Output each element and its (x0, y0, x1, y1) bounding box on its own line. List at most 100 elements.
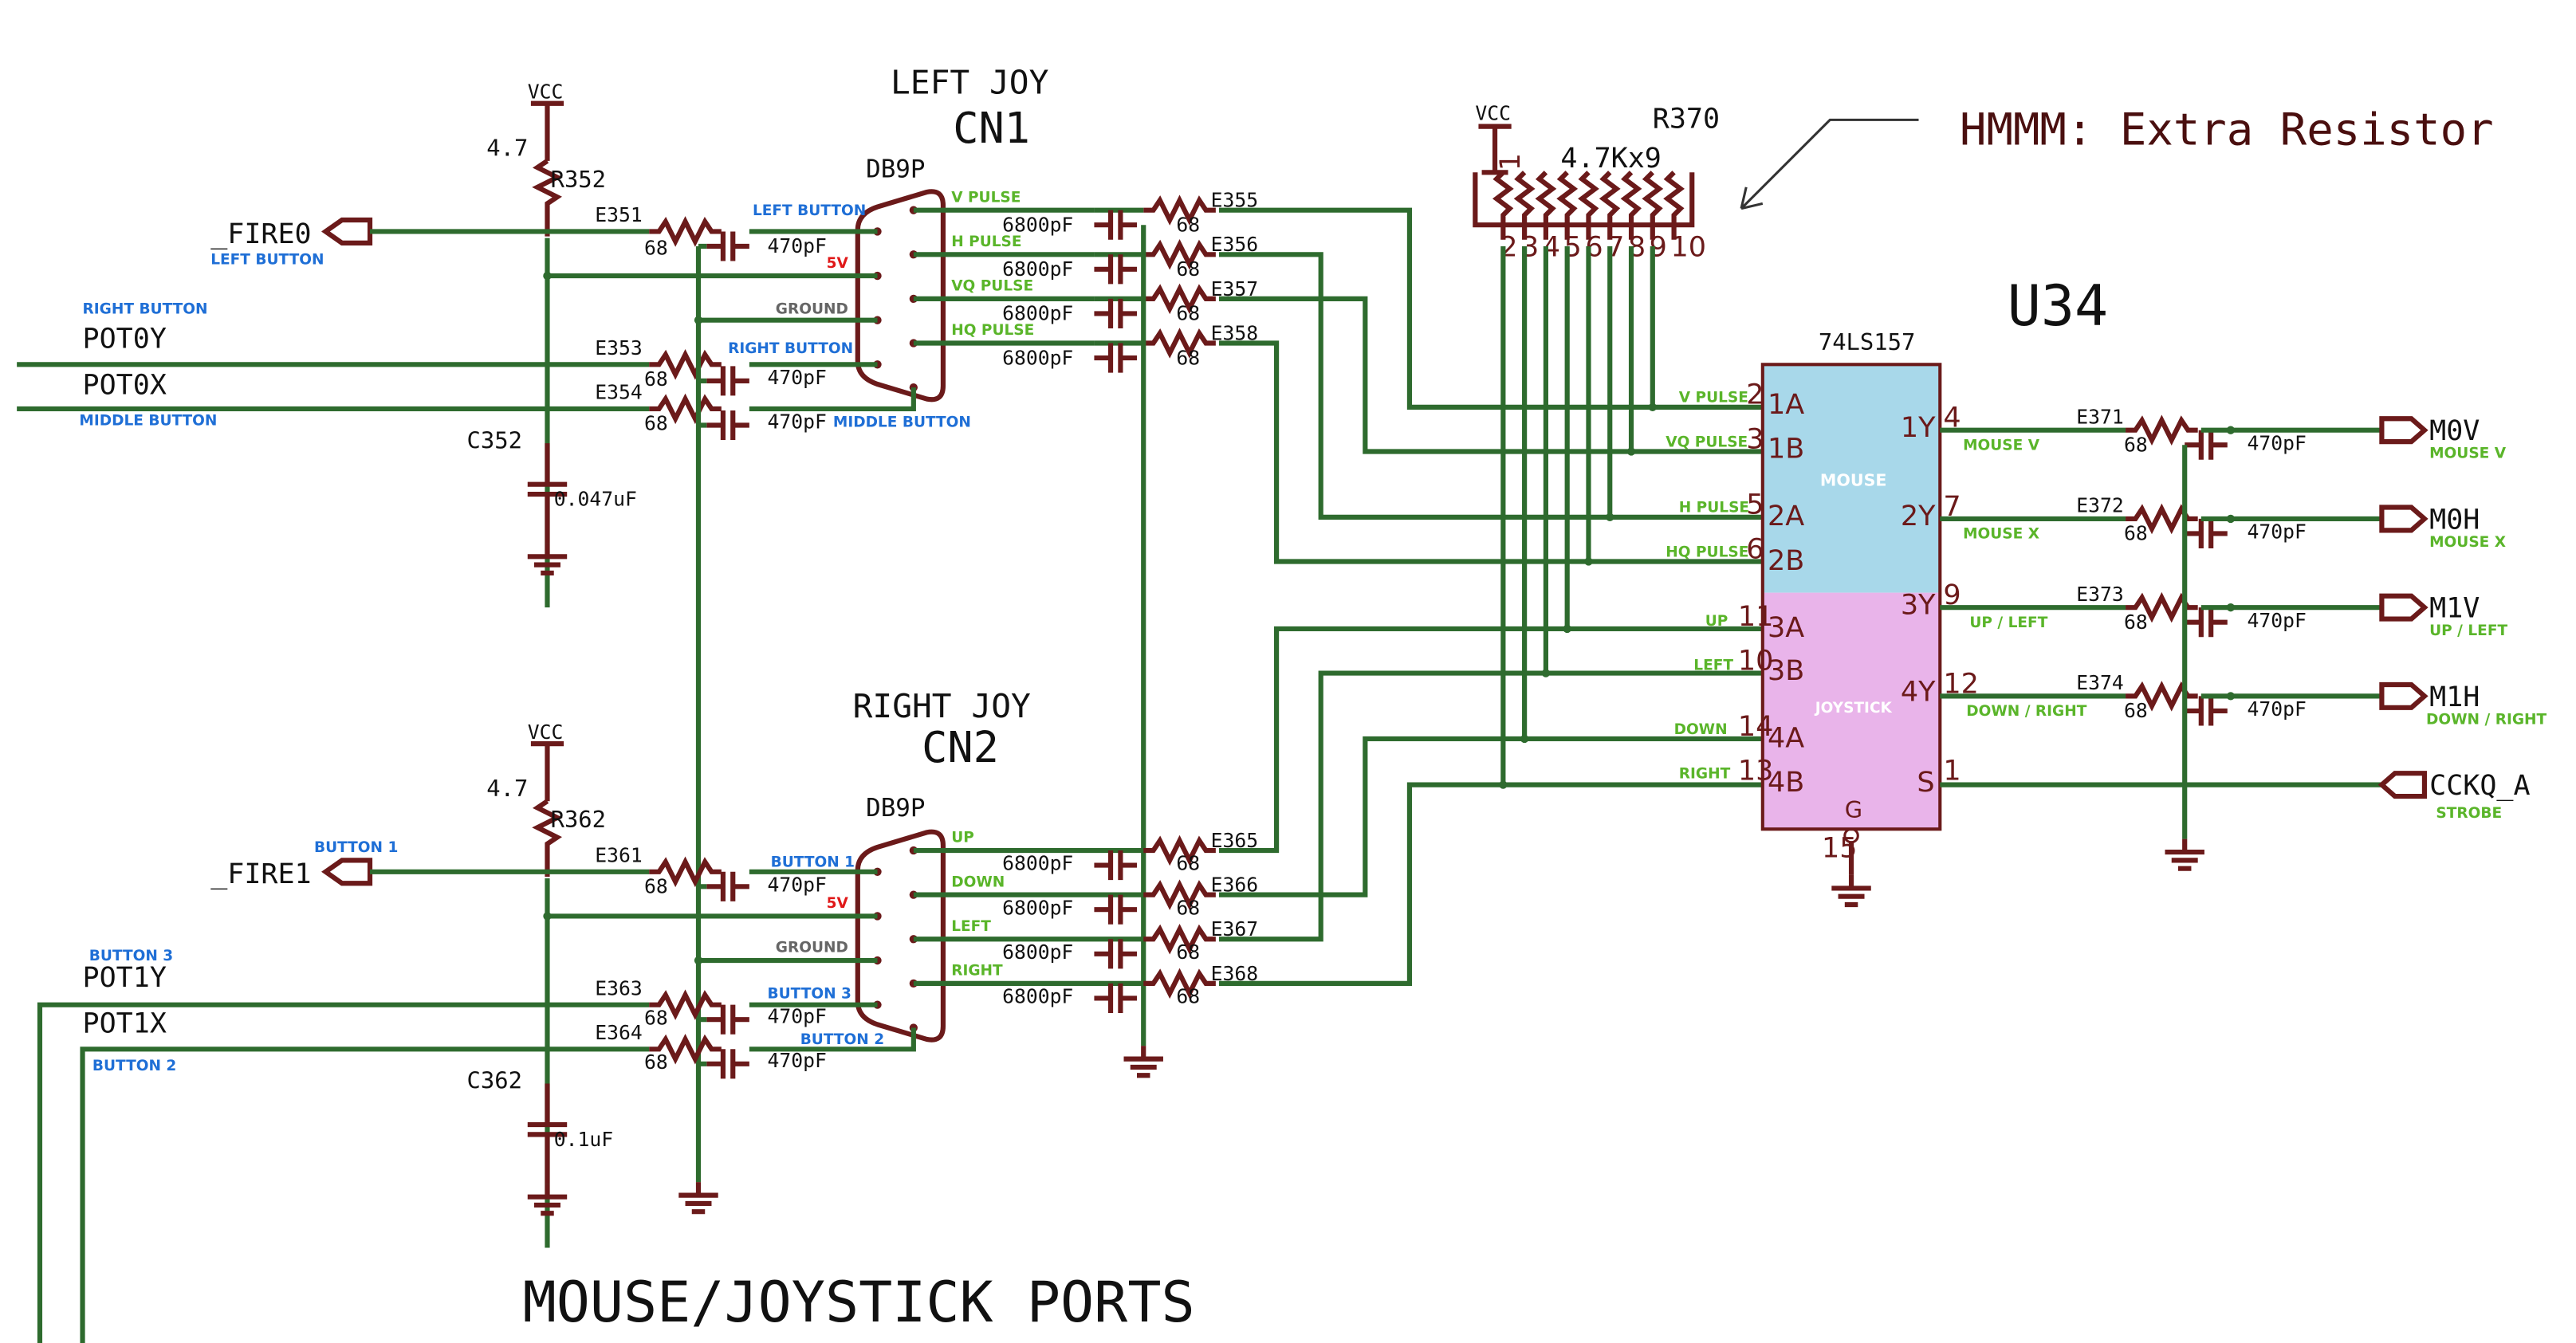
out-net-cckq: CCKQ_A STROBE (2377, 770, 2531, 822)
svg-text:68: 68 (644, 1006, 668, 1029)
net-fire0: _FIRE0 LEFT BUTTON (210, 217, 650, 269)
c362: C362 0.1uF (467, 1067, 613, 1214)
svg-text:470pF: 470pF (768, 410, 827, 434)
svg-text:10: 10 (1738, 645, 1774, 677)
svg-text:DOWN: DOWN (951, 874, 1005, 890)
svg-text:UP / LEFT: UP / LEFT (2429, 622, 2507, 639)
svg-text:H PULSE: H PULSE (951, 234, 1021, 250)
svg-text:BUTTON 1: BUTTON 1 (314, 839, 398, 856)
svg-text:DB9P: DB9P (866, 794, 925, 823)
svg-text:6800pF: 6800pF (1002, 896, 1073, 919)
filter-e363: E363 68 470pF (595, 976, 827, 1034)
svg-text:_FIRE1: _FIRE1 (210, 858, 311, 890)
svg-text:E361: E361 (595, 843, 643, 866)
svg-text:MOUSE X: MOUSE X (2429, 534, 2506, 551)
out-net-m1v: M1V UP / LEFT (2379, 593, 2507, 639)
net-fire1: BUTTON 1 _FIRE1 (210, 839, 650, 890)
svg-text:M1H: M1H (2429, 681, 2480, 713)
svg-text:U34: U34 (2008, 273, 2108, 339)
svg-text:MOUSE X: MOUSE X (1963, 526, 2039, 543)
out-net-m0v: M0V MOUSE V (2379, 415, 2507, 462)
svg-text:JOYSTICK: JOYSTICK (1814, 700, 1893, 717)
svg-text:E372: E372 (2076, 494, 2124, 517)
svg-text:2Y: 2Y (1901, 501, 1936, 532)
chip-u34: U34 74LS157 MOUSE JOYSTICK G 15 1A 1B 2A… (1666, 273, 2108, 905)
svg-text:LEFT BUTTON: LEFT BUTTON (753, 202, 866, 219)
svg-text:C362: C362 (467, 1067, 522, 1094)
svg-text:2: 2 (1746, 379, 1764, 411)
svg-text:5V: 5V (827, 895, 849, 912)
vcc-top: VCC 4.7 R352 (486, 81, 606, 237)
svg-text:9: 9 (1943, 579, 1961, 611)
svg-text:VQ PULSE: VQ PULSE (1666, 434, 1748, 450)
svg-text:6800pF: 6800pF (1002, 940, 1073, 964)
svg-text:DOWN: DOWN (1674, 721, 1728, 738)
svg-text:UP: UP (951, 830, 974, 846)
svg-text:68: 68 (644, 236, 668, 259)
svg-text:1Y: 1Y (1901, 412, 1936, 444)
svg-text:4.7: 4.7 (486, 135, 528, 162)
svg-text:6: 6 (1746, 533, 1764, 565)
svg-text:7: 7 (1943, 491, 1961, 523)
svg-text:4Y: 4Y (1901, 677, 1936, 709)
svg-text:DOWN / RIGHT: DOWN / RIGHT (2426, 711, 2547, 728)
svg-text:68: 68 (1176, 213, 1200, 236)
svg-text:1A: 1A (1768, 389, 1804, 421)
svg-text:470pF: 470pF (768, 1004, 827, 1027)
svg-text:MOUSE V: MOUSE V (2429, 446, 2507, 462)
svg-text:BUTTON 2: BUTTON 2 (800, 1031, 884, 1048)
svg-text:RIGHT BUTTON: RIGHT BUTTON (728, 340, 853, 357)
svg-text:1: 1 (1943, 755, 1961, 787)
svg-text:68: 68 (1176, 257, 1200, 281)
svg-text:68: 68 (1176, 346, 1200, 369)
annotation-extra-resistor: HMMM: Extra Resistor (1740, 104, 2494, 210)
svg-text:0.1uF: 0.1uF (554, 1128, 613, 1151)
svg-text:MOUSE V: MOUSE V (1963, 437, 2040, 454)
svg-text:6800pF: 6800pF (1002, 985, 1073, 1008)
svg-text:14: 14 (1738, 711, 1774, 743)
svg-text:V PULSE: V PULSE (1679, 390, 1748, 406)
r370-network: VCC R370 4.7Kx9 1 2 3 4 5 6 7 8 9 10 (1473, 101, 1720, 263)
svg-text:RIGHT: RIGHT (951, 963, 1003, 980)
svg-text:LEFT: LEFT (1693, 657, 1733, 673)
pot1y-label: POT1Y (83, 962, 167, 994)
svg-text:68: 68 (2124, 611, 2148, 634)
svg-text:470pF: 470pF (768, 234, 827, 257)
svg-text:M0V: M0V (2429, 415, 2480, 447)
pot1x-label: POT1X (83, 1008, 167, 1040)
out-net-m1h: M1H DOWN / RIGHT (2379, 681, 2547, 728)
pot1y-note: BUTTON 3 (89, 948, 173, 964)
svg-text:LEFT JOY: LEFT JOY (891, 63, 1049, 101)
svg-text:H PULSE: H PULSE (1679, 500, 1749, 516)
svg-text:68: 68 (1176, 896, 1200, 919)
connector-cn1: LEFT JOY CN1 DB9P V PULSE H PULSE VQ PUL… (728, 63, 1049, 430)
svg-text:VCC: VCC (1475, 101, 1511, 124)
svg-text:E371: E371 (2076, 405, 2124, 428)
svg-text:68: 68 (644, 1050, 668, 1074)
svg-text:LEFT BUTTON: LEFT BUTTON (210, 252, 324, 269)
svg-text:470pF: 470pF (768, 366, 827, 389)
svg-text:4A: 4A (1768, 722, 1804, 754)
svg-text:R370: R370 (1653, 104, 1720, 135)
svg-text:68: 68 (2124, 433, 2148, 456)
svg-text:6800pF: 6800pF (1002, 346, 1073, 369)
svg-text:10: 10 (1670, 231, 1706, 263)
svg-text:470pF: 470pF (2247, 609, 2306, 632)
svg-text:4B: 4B (1768, 767, 1804, 799)
svg-text:VCC: VCC (528, 721, 564, 744)
svg-text:CN2: CN2 (922, 722, 999, 772)
svg-text:E373: E373 (2076, 583, 2124, 606)
svg-text:3Y: 3Y (1901, 589, 1936, 621)
svg-text:HQ PULSE: HQ PULSE (1666, 544, 1748, 560)
svg-text:GROUND: GROUND (776, 300, 848, 317)
pot0y-note: RIGHT BUTTON (83, 300, 208, 317)
pot1x-note: BUTTON 2 (92, 1058, 176, 1074)
svg-text:11: 11 (1738, 601, 1774, 633)
svg-text:74LS157: 74LS157 (1819, 328, 1916, 355)
svg-text:2A: 2A (1768, 501, 1804, 532)
svg-text:M1V: M1V (2429, 593, 2480, 625)
svg-text:VQ PULSE: VQ PULSE (951, 278, 1033, 295)
svg-text:M0H: M0H (2429, 504, 2480, 536)
svg-text:E354: E354 (595, 381, 643, 404)
